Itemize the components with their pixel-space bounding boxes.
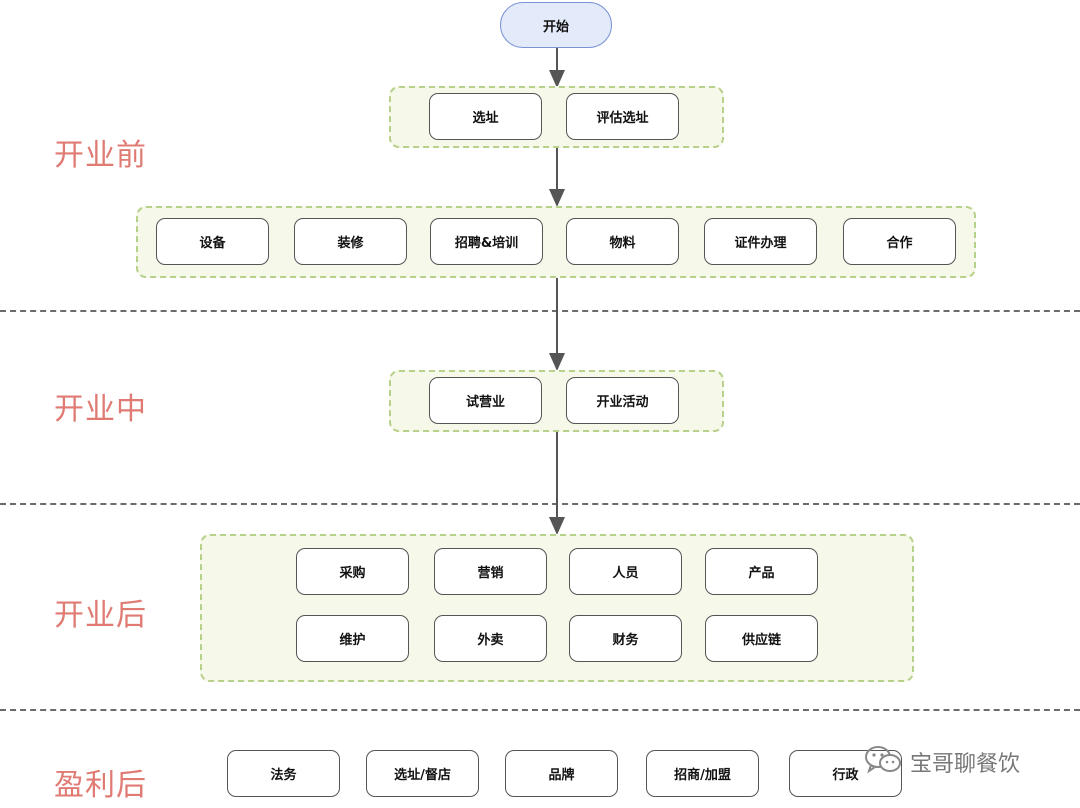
node-licenses: 证件办理 (704, 218, 817, 265)
brand-name: 宝哥聊餐饮 (910, 752, 1021, 777)
stage-label-after: 开业后 (54, 598, 147, 633)
node-marketing: 营销 (434, 548, 547, 595)
node-legal: 法务 (227, 750, 340, 797)
node-site-supervision: 选址/督店 (366, 750, 479, 797)
node-partnership: 合作 (843, 218, 956, 265)
node-decoration: 装修 (294, 218, 407, 265)
stage-label-profit: 盈利后 (54, 768, 147, 803)
node-delivery: 外卖 (434, 615, 547, 662)
stage-divider (0, 310, 1080, 312)
stage-divider (0, 503, 1080, 505)
wechat-icon (864, 744, 902, 780)
group-prep (136, 206, 976, 278)
node-brand: 品牌 (505, 750, 618, 797)
node-personnel: 人员 (569, 548, 682, 595)
node-site-selection: 选址 (429, 93, 542, 140)
stage-label-during: 开业中 (54, 392, 147, 427)
node-trial-operation: 试营业 (429, 377, 542, 424)
stage-label-before: 开业前 (54, 138, 147, 173)
node-maintenance: 维护 (296, 615, 409, 662)
stage-divider (0, 709, 1080, 711)
node-opening-event: 开业活动 (566, 377, 679, 424)
node-equipment: 设备 (156, 218, 269, 265)
node-purchasing: 采购 (296, 548, 409, 595)
node-franchise: 招商/加盟 (646, 750, 759, 797)
node-materials: 物料 (566, 218, 679, 265)
node-product: 产品 (705, 548, 818, 595)
start-node: 开始 (500, 2, 612, 48)
node-supply-chain: 供应链 (705, 615, 818, 662)
node-finance: 财务 (569, 615, 682, 662)
node-site-evaluation: 评估选址 (566, 93, 679, 140)
node-hiring-training: 招聘&培训 (430, 218, 543, 265)
brand-watermark: 宝哥聊餐饮 (864, 744, 1020, 780)
